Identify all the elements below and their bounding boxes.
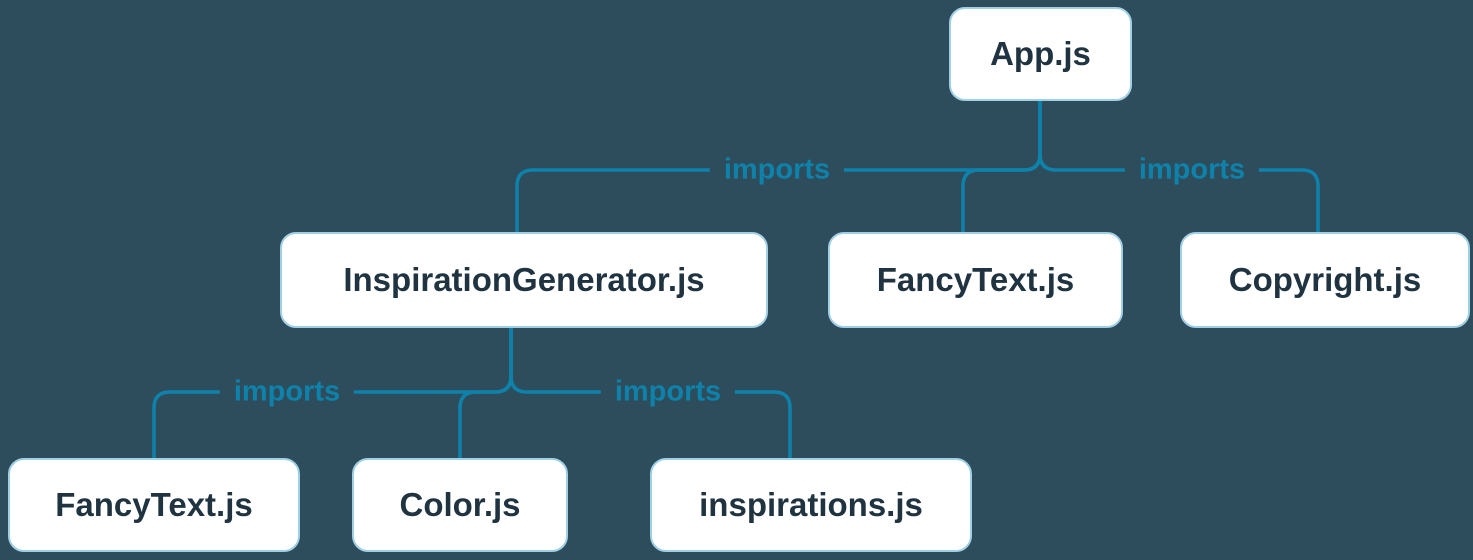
edge-app-to-fancytext xyxy=(961,98,1042,234)
edge-label-imports: imports xyxy=(219,373,355,411)
node-inspirationgenerator-js: InspirationGenerator.js xyxy=(280,232,768,328)
edge-label-imports: imports xyxy=(709,151,845,189)
node-inspirations-js: inspirations.js xyxy=(650,458,972,552)
edge-label-imports: imports xyxy=(600,373,736,411)
node-fancytext-js-top: FancyText.js xyxy=(828,232,1123,328)
node-app-js: App.js xyxy=(949,7,1132,101)
node-copyright-js: Copyright.js xyxy=(1180,232,1470,328)
node-fancytext-js-bottom: FancyText.js xyxy=(8,458,300,552)
edge-inspirationgenerator-to-color xyxy=(458,326,513,460)
edge-label-imports: imports xyxy=(1124,151,1260,189)
node-color-js: Color.js xyxy=(352,458,568,552)
